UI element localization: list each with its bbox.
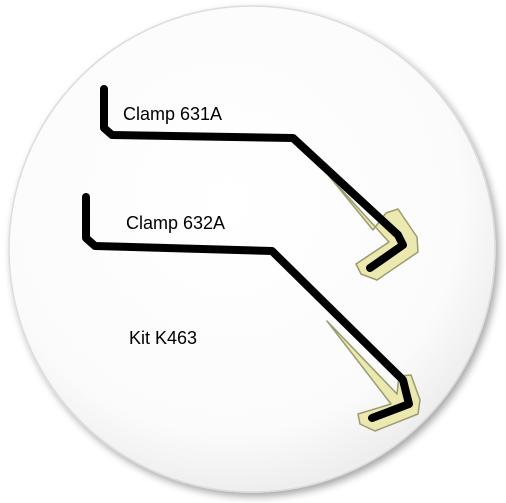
kit-label: Kit K463 [129,328,198,348]
clamp-632a-label: Clamp 632A [126,213,226,233]
clamp-631a-wire [100,85,407,272]
clamp-632a-wire [82,193,413,422]
clamp-631a-label: Clamp 631A [123,104,223,124]
clamp-632a-sleeve [326,320,421,432]
